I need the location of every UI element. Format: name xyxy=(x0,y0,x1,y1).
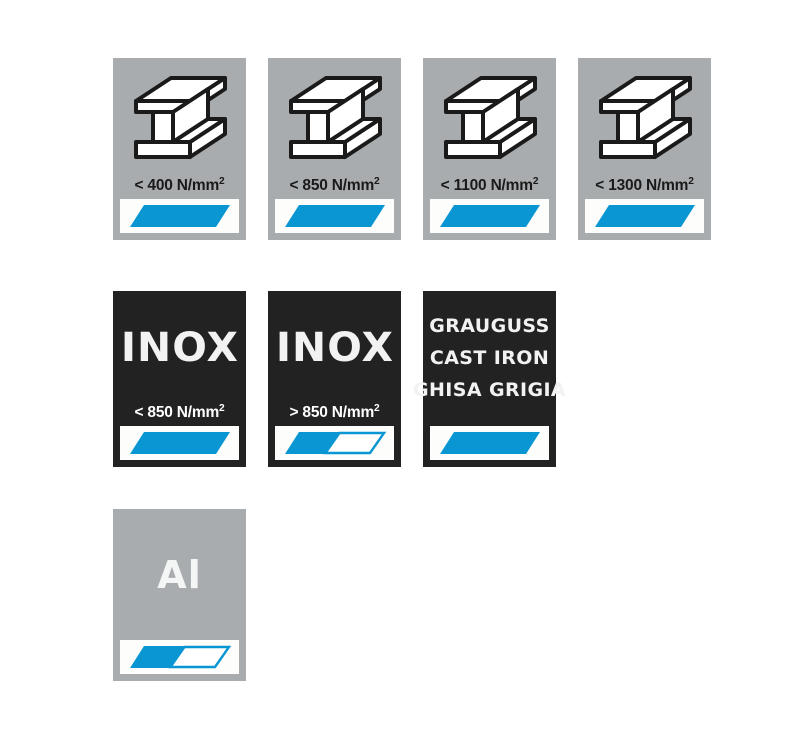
legend-tile-aluminium: Al xyxy=(113,509,246,681)
i-beam-icon xyxy=(288,75,382,159)
legend-tile-inox-below-850: INOX < 850 N/mm2 xyxy=(113,291,246,467)
cast-iron-line: GRAUGUSS xyxy=(429,315,550,337)
marker-strip xyxy=(120,640,239,674)
strength-caption: < 850 N/mm2 xyxy=(113,402,246,421)
legend-tile-cast-iron: GRAUGUSS CAST IRON GHISA GRIGIA xyxy=(413,291,566,467)
strength-caption-text: < 400 N/mm xyxy=(134,176,220,194)
inox-wordmark: INOX xyxy=(120,324,239,371)
parallelogram-full-icon xyxy=(439,432,540,454)
parallelogram-full-icon xyxy=(439,205,540,227)
parallelogram-full-icon xyxy=(284,205,385,227)
strength-caption-text: < 850 N/mm xyxy=(134,403,220,421)
strength-caption-superscript: 2 xyxy=(532,175,539,187)
marker-strip xyxy=(275,199,394,233)
tile-body: INOX xyxy=(268,291,401,405)
marker-strip xyxy=(120,199,239,233)
marker-fill-left xyxy=(284,432,339,454)
marker-fill xyxy=(594,205,695,227)
parallelogram-full-icon xyxy=(129,205,230,227)
tile-body xyxy=(113,58,246,178)
parallelogram-full-icon xyxy=(594,205,695,227)
marker-strip xyxy=(585,199,704,233)
marker-strip xyxy=(430,199,549,233)
marker-fill xyxy=(284,205,385,227)
strength-caption-text: > 850 N/mm xyxy=(289,403,375,421)
strength-caption: < 850 N/mm2 xyxy=(268,175,401,194)
parallelogram-half-icon xyxy=(284,431,386,455)
tile-body xyxy=(268,58,401,178)
marker-fill xyxy=(129,432,230,454)
marker-strip xyxy=(430,426,549,460)
strength-caption: < 1100 N/mm2 xyxy=(423,175,556,194)
legend-tile-steel-1300: < 1300 N/mm2 xyxy=(578,58,711,240)
legend-tile-steel-1100: < 1100 N/mm2 xyxy=(423,58,556,240)
strength-caption-text: < 1300 N/mm xyxy=(595,176,689,194)
strength-caption-superscript: 2 xyxy=(374,175,380,187)
strength-caption-superscript: 2 xyxy=(219,402,225,414)
legend-tile-inox-above-850: INOX > 850 N/mm2 xyxy=(268,291,401,467)
marker-outline-right xyxy=(167,645,231,669)
tile-body xyxy=(423,58,556,178)
marker-fill-left xyxy=(129,646,184,668)
i-beam-icon-wrap xyxy=(438,72,542,168)
inox-wordmark: INOX xyxy=(275,324,394,371)
legend-tile-steel-850: < 850 N/mm2 xyxy=(268,58,401,240)
strength-caption-superscript: 2 xyxy=(374,402,380,414)
strength-caption-text: < 1100 N/mm xyxy=(440,176,533,194)
marker-fill xyxy=(129,205,230,227)
aluminium-wordmark: Al xyxy=(157,552,202,597)
tile-body: INOX xyxy=(113,291,246,405)
tile-body: Al xyxy=(113,509,246,640)
parallelogram-full-icon xyxy=(129,432,230,454)
i-beam-icon xyxy=(598,75,692,159)
marker-fill xyxy=(439,432,540,454)
tile-body xyxy=(578,58,711,178)
tile-body: GRAUGUSS CAST IRON GHISA GRIGIA xyxy=(413,291,566,426)
i-beam-icon-wrap xyxy=(128,72,232,168)
i-beam-icon-wrap xyxy=(593,72,697,168)
strength-caption: < 400 N/mm2 xyxy=(113,175,246,194)
parallelogram-half-icon xyxy=(129,645,231,669)
cast-iron-line: CAST IRON xyxy=(429,347,550,369)
marker-strip xyxy=(275,426,394,460)
marker-fill xyxy=(439,205,540,227)
cast-iron-wordmark: GRAUGUSS CAST IRON GHISA GRIGIA xyxy=(413,315,566,400)
strength-caption-superscript: 2 xyxy=(219,175,225,187)
strength-caption-superscript: 2 xyxy=(688,175,694,187)
strength-caption: < 1300 N/mm2 xyxy=(578,175,711,194)
marker-strip xyxy=(120,426,239,460)
i-beam-icon-wrap xyxy=(283,72,387,168)
cast-iron-line: GHISA GRIGIA xyxy=(412,379,567,401)
legend-tile-steel-400: < 400 N/mm2 xyxy=(113,58,246,240)
strength-caption: > 850 N/mm2 xyxy=(268,402,401,421)
strength-caption-text: < 850 N/mm xyxy=(289,176,375,194)
marker-outline-right xyxy=(322,431,386,455)
i-beam-icon xyxy=(443,75,537,159)
i-beam-icon xyxy=(133,75,227,159)
